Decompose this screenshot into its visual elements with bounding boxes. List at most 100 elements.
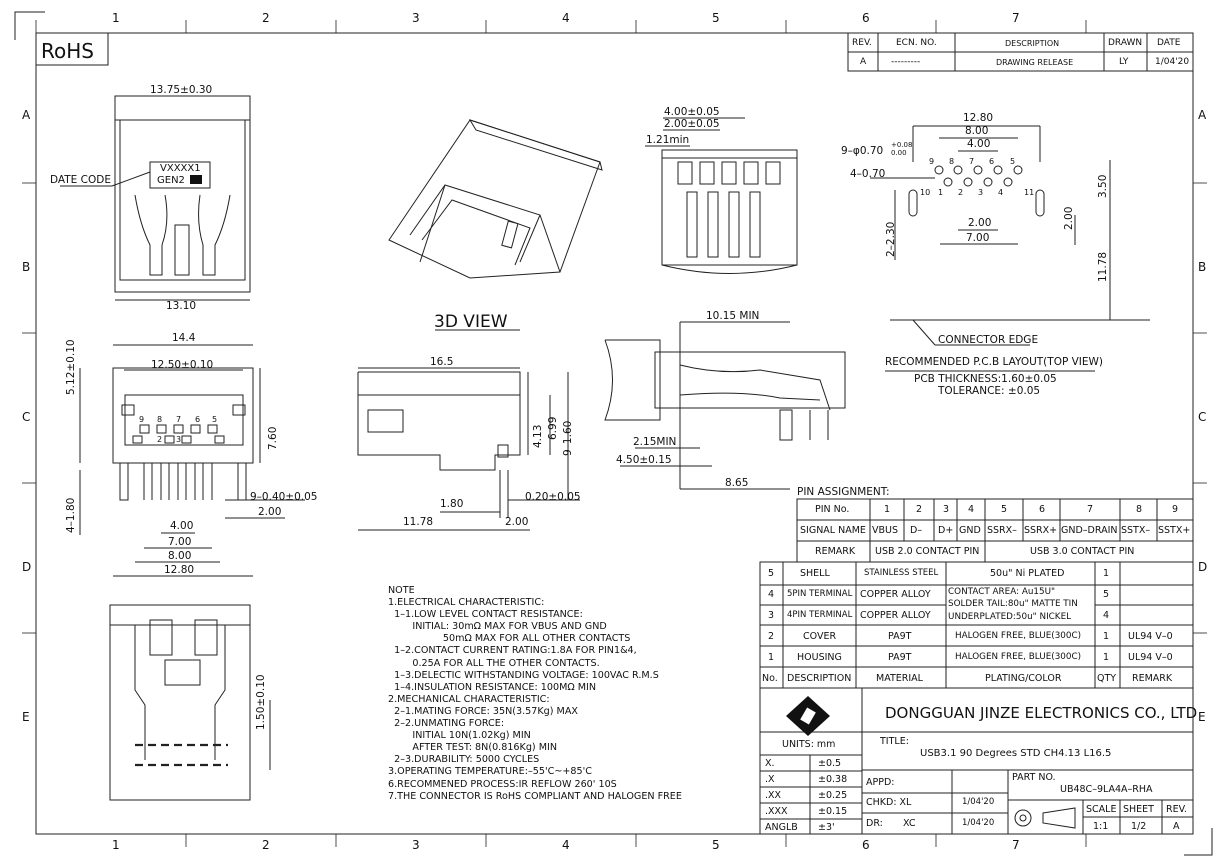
dim-lat-11-78: 11.78 bbox=[403, 516, 434, 528]
bom-row-1-no: 1 bbox=[768, 652, 775, 663]
dim-side-7-00: 7.00 bbox=[168, 536, 192, 548]
title-label: TITLE: bbox=[880, 736, 909, 747]
description-value: DRAWING RELEASE bbox=[996, 58, 1074, 67]
rohs-mark: RoHS bbox=[41, 39, 94, 63]
signal-5: SSRX– bbox=[987, 525, 1017, 536]
grid-col-3: 3 bbox=[412, 11, 420, 25]
signal-1: VBUS bbox=[872, 525, 898, 536]
pin-label-9: 9 bbox=[139, 415, 145, 424]
ecn-header: ECN. NO. bbox=[896, 38, 937, 48]
pin-8: 8 bbox=[1136, 504, 1143, 515]
signal-7: GND–DRAIN bbox=[1061, 525, 1118, 536]
bom-header-desc: DESCRIPTION bbox=[787, 673, 852, 684]
bom-row-4-desc: 5PIN TERMINAL bbox=[787, 589, 853, 599]
view-3d-label: 3D VIEW bbox=[434, 312, 508, 332]
rev-label: REV. bbox=[1166, 804, 1187, 815]
pin-5: 5 bbox=[1001, 504, 1008, 515]
tol-angle-label: ANGLB bbox=[765, 822, 798, 833]
bom-header-remark: REMARK bbox=[1132, 673, 1173, 684]
company-name: DONGGUAN JINZE ELECTRONICS CO., LTD bbox=[885, 704, 1198, 722]
note-line: 6.RECOMMENED PROCESS:IR REFLOW 260' 10S bbox=[388, 778, 617, 790]
bom-row-4-qty: 5 bbox=[1103, 589, 1110, 600]
grid-col-6-bottom: 6 bbox=[862, 838, 870, 852]
drawn-header: DRAWN bbox=[1108, 38, 1143, 48]
signal-2: D– bbox=[910, 525, 923, 536]
grid-col-1: 1 bbox=[112, 11, 120, 25]
note-line: 1–2.CONTACT CURRENT RATING:1.8A FOR PIN1… bbox=[388, 645, 637, 657]
grid-col-7: 7 bbox=[1012, 11, 1020, 25]
bom-row-5-material: STAINLESS STEEL bbox=[864, 568, 939, 578]
grid-col-1-bottom: 1 bbox=[112, 838, 120, 852]
pcb-pin-1: 1 bbox=[938, 188, 944, 197]
note-line: 1–4.INSULATION RESISTANCE: 100MΩ MIN bbox=[388, 681, 597, 693]
grid-row-a-right: A bbox=[1198, 108, 1207, 122]
note-line: INITIAL: 30mΩ MAX FOR VBUS AND GND bbox=[388, 621, 607, 633]
pin-no-label: PIN No. bbox=[815, 504, 850, 515]
date-value: 1/04'20 bbox=[1155, 57, 1190, 67]
bom-row-3-qty: 4 bbox=[1103, 610, 1110, 621]
grid-row-d: D bbox=[22, 560, 32, 574]
description-header: DESCRIPTION bbox=[1005, 39, 1060, 48]
grid-col-4-bottom: 4 bbox=[562, 838, 570, 852]
dim-2-15: 2.15MIN bbox=[633, 436, 677, 448]
pcb-dim-12-80: 12.80 bbox=[963, 112, 994, 124]
tol-angle-value: ±3' bbox=[818, 822, 835, 833]
signal-8: SSTX– bbox=[1121, 525, 1151, 536]
signal-9: SSTX+ bbox=[1158, 525, 1191, 536]
bom-row-5-desc: SHELL bbox=[800, 568, 830, 579]
pcb-dim-4-0-70: 4–0.70 bbox=[850, 168, 886, 180]
sheet-value: 1/2 bbox=[1131, 821, 1147, 832]
tol-x-value: ±0.5 bbox=[818, 758, 842, 769]
pcb-pin-3: 3 bbox=[978, 188, 984, 197]
dim-8-65: 8.65 bbox=[725, 477, 749, 489]
bom-header-material: MATERIAL bbox=[876, 673, 923, 684]
grid-row-b: B bbox=[22, 260, 31, 274]
bom-header-plating: PLATING/COLOR bbox=[985, 673, 1062, 684]
pin-label-2: 2 bbox=[157, 435, 163, 444]
note-line: 1–3.DELECTIC WITHSTANDING VOLTAGE: 100VA… bbox=[388, 669, 659, 681]
dim-5-12: 5.12±0.10 bbox=[65, 339, 77, 395]
dim-9-0-40: 9–0.40±0.05 bbox=[250, 491, 318, 503]
dim-lat-1-80: 1.80 bbox=[440, 498, 464, 510]
dr-label: DR: bbox=[866, 818, 883, 829]
dim-10-15: 10.15 MIN bbox=[706, 310, 760, 322]
dim-lat-2-00: 2.00 bbox=[505, 516, 529, 528]
bom-header-no: No. bbox=[762, 673, 778, 684]
bom-row-3-no: 3 bbox=[768, 610, 775, 621]
scale-value: 1:1 bbox=[1093, 821, 1109, 832]
pin-9: 9 bbox=[1172, 504, 1179, 515]
signal-6: SSRX+ bbox=[1024, 525, 1058, 536]
pcb-pin-8: 8 bbox=[949, 157, 955, 166]
bom-row-3-material: COPPER ALLOY bbox=[860, 610, 931, 621]
pcb-pin-11: 11 bbox=[1024, 188, 1035, 197]
dim-lat-0-20: 0.20±0.05 bbox=[525, 491, 581, 503]
bom-row-1-qty: 1 bbox=[1103, 652, 1110, 663]
marking-line1: VXXXX1 bbox=[160, 163, 201, 174]
bom-row-4-material: COPPER ALLOY bbox=[860, 589, 931, 600]
remark-label: REMARK bbox=[815, 546, 856, 557]
bom-row-1-remark: UL94 V–0 bbox=[1128, 652, 1173, 663]
dim-side-12-80: 12.80 bbox=[164, 564, 195, 576]
dim-side-4-00: 4.00 bbox=[170, 520, 194, 532]
dim-6-99: 6.99 bbox=[547, 416, 559, 440]
signal-3: D+ bbox=[938, 525, 954, 536]
bom-row-1-desc: HOUSING bbox=[797, 652, 842, 663]
pcb-pin-5: 5 bbox=[1010, 157, 1016, 166]
pin-4: 4 bbox=[968, 504, 975, 515]
dim-16-5: 16.5 bbox=[430, 356, 454, 368]
pin-label-8: 8 bbox=[157, 415, 163, 424]
note-line: NOTE bbox=[388, 585, 415, 596]
rev-value-block: A bbox=[1173, 821, 1180, 832]
ecn-value: --------- bbox=[891, 57, 921, 67]
grid-row-e-right: E bbox=[1198, 710, 1206, 724]
tol-1-label: .X bbox=[765, 774, 775, 785]
tol-x-label: X. bbox=[765, 758, 775, 769]
pcb-layout-title: RECOMMENDED P.C.B LAYOUT(TOP VIEW) bbox=[885, 356, 1104, 368]
dim-7-60: 7.60 bbox=[267, 426, 279, 450]
signal-name-label: SIGNAL NAME bbox=[800, 525, 866, 536]
bom-row-1-plating: HALOGEN FREE, BLUE(300C) bbox=[955, 652, 1082, 662]
dim-9-1-60: 9–1.60 bbox=[562, 420, 574, 456]
dim-top-2-00: 2.00±0.05 bbox=[664, 118, 720, 130]
bom-row-2-desc: COVER bbox=[803, 631, 837, 642]
